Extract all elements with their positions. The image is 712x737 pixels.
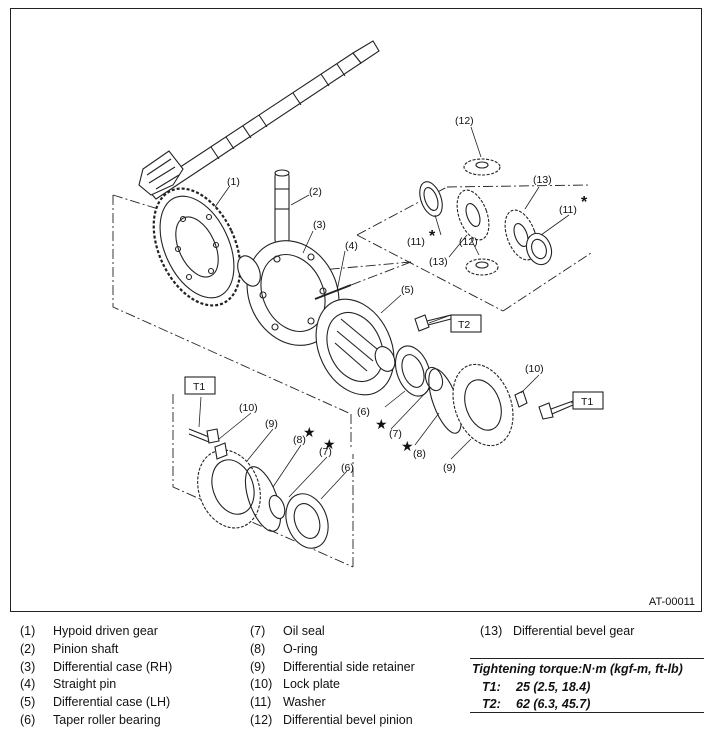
callout-11-left: (11): [407, 236, 425, 248]
callout-1: (1): [227, 176, 240, 188]
exploded-diagram-frame: (1) (2) (3) (4) (5) (6) (7) (8) (9) (10)…: [10, 8, 702, 612]
callout-13-right: (13): [533, 174, 552, 186]
callout-12-top: (12): [455, 115, 474, 127]
t2-bolt: [414, 314, 452, 332]
torque-row-t1: T1:25 (2.5, 18.4): [482, 680, 591, 694]
torque-box-t1-right: T1: [572, 391, 604, 410]
hypoid-driven-gear: [152, 187, 242, 307]
callout-13-left: (13): [429, 256, 448, 268]
pinion-shaft: [274, 169, 290, 244]
callout-8-left: (8): [293, 434, 306, 446]
differential-bevel-gears: [419, 158, 553, 276]
asterisk-mark-left: *: [429, 228, 436, 245]
callout-9-left: (9): [265, 418, 278, 430]
drive-pinion-shaft: [138, 40, 380, 200]
torque-title: Tightening torque:N·m (kgf-m, ft-lb): [472, 662, 683, 676]
callout-3: (3): [313, 219, 326, 231]
star-mark-7-right: ★: [375, 416, 388, 432]
legend-item: (12)Differential bevel pinion: [250, 712, 413, 727]
tightening-torque-table: Tightening torque:N·m (kgf-m, ft-lb) T1:…: [470, 658, 704, 713]
callout-11-right: (11): [559, 204, 577, 216]
right-side-bearing-stack: [394, 345, 514, 447]
legend-item: (1)Hypoid driven gear: [20, 624, 158, 638]
legend-column-2: (7)Oil seal (8)O-ring (9)Differential si…: [250, 623, 415, 730]
exploded-diagram: (1) (2) (3) (4) (5) (6) (7) (8) (9) (10)…: [112, 40, 604, 568]
callout-4: (4): [345, 240, 358, 252]
legend-item: (5)Differential case (LH): [20, 695, 171, 710]
svg-text:T1: T1: [581, 396, 593, 408]
callout-7-right: (7): [389, 428, 402, 440]
legend-item: (13)Differential bevel gear: [480, 624, 635, 638]
star-mark-8-right: ★: [401, 438, 414, 454]
left-side-bearing-stack: [197, 449, 329, 549]
torque-row-t2: T2:62 (6.3, 45.7): [482, 697, 591, 711]
star-mark-7-left: ★: [323, 436, 336, 452]
legend-item: (11)Washer: [250, 695, 326, 710]
left-lock-plate-bolt: [188, 428, 228, 460]
legend-column-3: (13)Differential bevel gear: [480, 623, 634, 641]
legend-item: (2)Pinion shaft: [20, 641, 119, 656]
callout-6-left: (6): [341, 462, 354, 474]
right-lock-plate-bolt: [514, 390, 574, 420]
differential-case-rh: [237, 240, 340, 346]
callout-10-left: (10): [239, 402, 258, 414]
legend-item: (6)Taper roller bearing: [20, 712, 161, 727]
legend-item: (7)Oil seal: [250, 624, 325, 638]
legend-item: (9)Differential side retainer: [250, 659, 415, 674]
leader-lines: [198, 126, 580, 500]
legend-item: (3)Differential case (RH): [20, 659, 173, 674]
callout-12-bottom: (12): [459, 236, 478, 248]
straight-pin: [314, 284, 352, 300]
asterisk-mark-right: *: [581, 194, 588, 211]
figure-id: AT-00011: [648, 596, 695, 608]
callout-7-left: (7): [319, 446, 332, 458]
callout-9-right: (9): [443, 462, 456, 474]
legend-column-1: (1)Hypoid driven gear (2)Pinion shaft (3…: [20, 623, 172, 730]
svg-text:T2: T2: [458, 319, 470, 331]
torque-box-t2: T2: [450, 314, 482, 333]
callout-6-right: (6): [357, 406, 370, 418]
torque-box-t1-left: T1: [184, 376, 216, 395]
legend-item: (10)Lock plate: [250, 677, 340, 692]
callout-labels: (1) (2) (3) (4) (5) (6) (7) (8) (9) (10)…: [227, 115, 588, 474]
callout-10-right: (10): [525, 363, 544, 375]
legend-item: (4)Straight pin: [20, 677, 117, 692]
legend-item: (8)O-ring: [250, 641, 318, 656]
callout-8-right: (8): [413, 448, 426, 460]
differential-case-lh: [315, 298, 396, 396]
callout-5: (5): [401, 284, 414, 296]
star-mark-8-left: ★: [303, 424, 316, 440]
svg-text:T1: T1: [193, 381, 205, 393]
callout-2: (2): [309, 186, 322, 198]
